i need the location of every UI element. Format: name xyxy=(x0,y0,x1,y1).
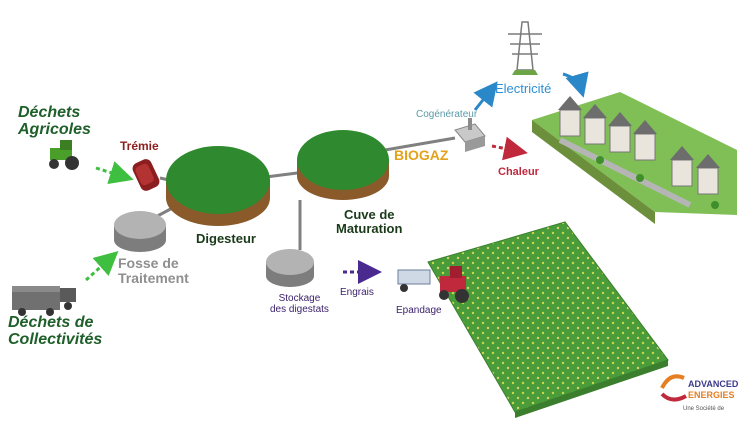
label-chaleur: Chaleur xyxy=(498,166,539,178)
label-tremie: Trémie xyxy=(120,139,159,153)
label-cuve: Cuve de Maturation xyxy=(336,207,403,236)
tremie-hopper xyxy=(132,159,160,191)
tractor-icon xyxy=(49,140,79,170)
label-dechets-collectivites: Déchets de Collectivités xyxy=(8,314,103,348)
label-engrais: Engrais xyxy=(340,287,374,298)
town xyxy=(532,92,737,224)
pylon-icon xyxy=(508,21,542,75)
pipe-cuve-cogen xyxy=(384,136,456,152)
cuve-tank xyxy=(297,130,389,200)
label-digesteur: Digesteur xyxy=(196,231,256,246)
logo-line1: ADVANCED xyxy=(688,379,739,389)
digesteur-tank xyxy=(166,146,270,226)
field-edge xyxy=(515,360,668,418)
label-biogaz: BIOGAZ xyxy=(394,147,449,163)
stockage-tank xyxy=(266,249,314,287)
label-stockage: Stockage des digestats xyxy=(270,293,329,315)
logo-mark xyxy=(660,374,687,402)
truck-icon xyxy=(12,286,76,316)
logo-tagline: Une Société de xyxy=(683,406,725,412)
label-cogenerateur: Cogénérateur xyxy=(416,109,478,120)
spreader-tractor-icon xyxy=(397,266,469,303)
logo-line2: ENERGIES xyxy=(688,390,735,400)
label-fosse: Fosse de Traitement xyxy=(118,255,189,286)
arrow-electricite-to-town xyxy=(562,71,589,98)
arrow-chaleur xyxy=(491,136,528,161)
arrow-collectivites-to-fosse xyxy=(85,251,119,282)
label-electricite: Electricité xyxy=(495,81,552,96)
houses-row-2 xyxy=(670,146,720,195)
label-epandage: Epandage xyxy=(396,305,442,316)
arrow-agricoles-to-tremie xyxy=(95,161,134,185)
field xyxy=(427,221,669,413)
label-dechets-agricoles: Déchets Agricoles xyxy=(18,104,91,138)
arrow-electricite xyxy=(473,81,498,111)
cogenerateur-unit xyxy=(454,118,486,152)
fosse-tank xyxy=(114,211,166,252)
houses-row-1 xyxy=(558,96,657,161)
